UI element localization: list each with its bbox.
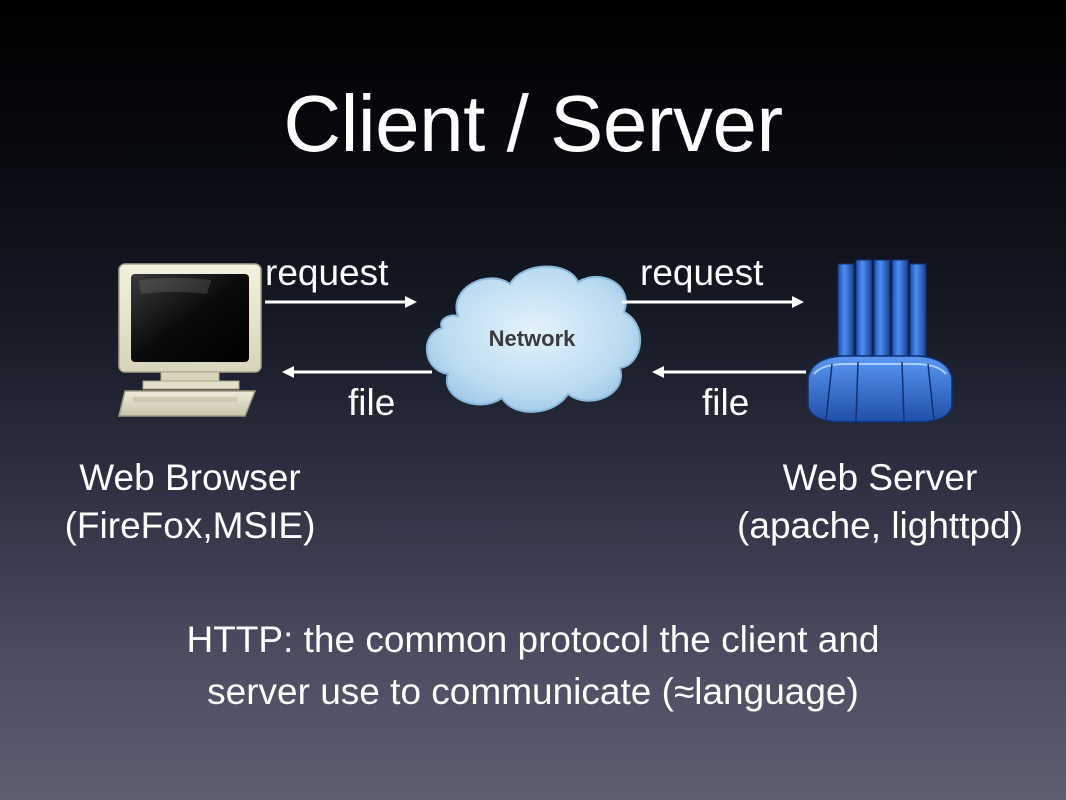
arrow-server-request xyxy=(622,296,804,308)
arrow-client-file xyxy=(282,366,432,378)
server-label: Web Server (apache, lighttpd) xyxy=(700,454,1060,550)
client-label: Web Browser (FireFox,MSIE) xyxy=(20,454,360,550)
client-request-label: request xyxy=(265,252,389,293)
network-label: Network xyxy=(489,326,577,351)
server-tower-icon xyxy=(807,259,953,423)
client-file-label: file xyxy=(348,382,396,423)
client-label-line2: (FireFox,MSIE) xyxy=(64,505,316,546)
server-label-line2: (apache, lighttpd) xyxy=(737,505,1023,546)
caption-line-2: server use to communicate (≈language) xyxy=(207,671,859,712)
slide-title: Client / Server xyxy=(283,79,783,168)
network-cloud-icon: Network xyxy=(426,265,641,413)
server-file-label: file xyxy=(702,382,750,423)
client-label-line1: Web Browser xyxy=(79,457,301,498)
computer-monitor-icon xyxy=(118,263,262,417)
arrow-client-request xyxy=(265,296,417,308)
arrow-server-file xyxy=(652,366,806,378)
caption-line-1: HTTP: the common protocol the client and xyxy=(186,619,880,660)
server-label-line1: Web Server xyxy=(782,457,978,498)
protocol-caption: HTTP: the common protocol the client and… xyxy=(0,614,1066,718)
server-request-label: request xyxy=(640,252,764,293)
